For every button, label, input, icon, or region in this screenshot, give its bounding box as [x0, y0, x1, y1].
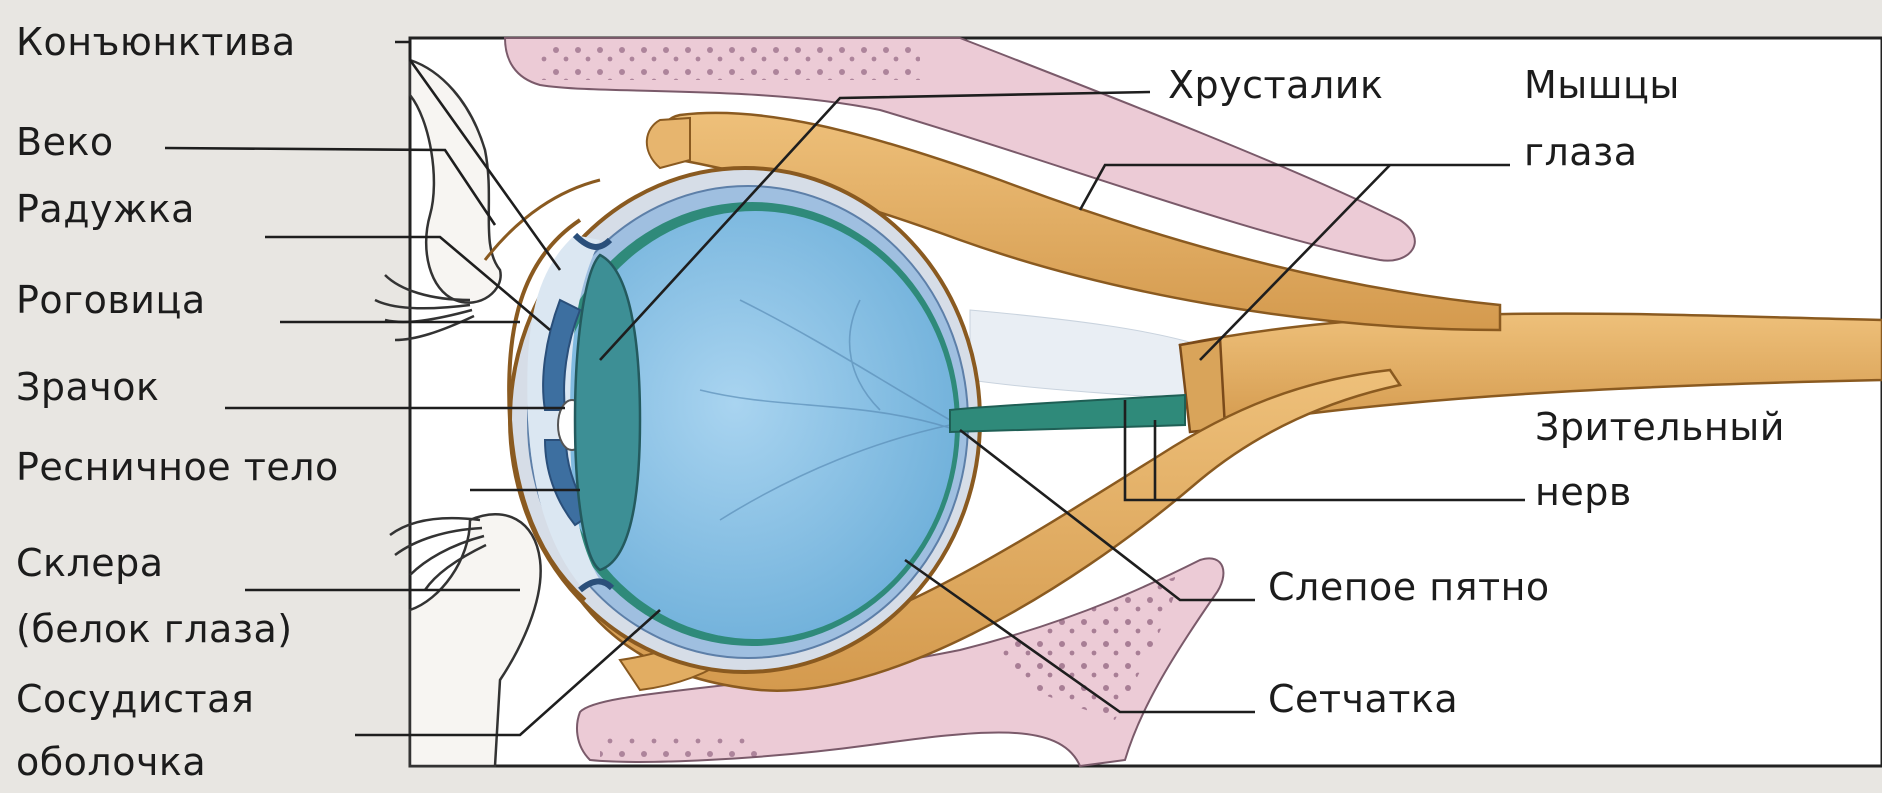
label-lens: Хрусталик	[1168, 63, 1383, 107]
label-sclera-note: (белок глаза)	[16, 607, 293, 651]
label-optic-nerve: Зрительный	[1535, 405, 1785, 449]
label-eyelid: Веко	[16, 120, 114, 164]
label-iris: Радужка	[16, 187, 195, 231]
label-pupil: Зрачок	[16, 365, 159, 409]
lower-bone-texture-2	[600, 735, 760, 760]
upper-muscle-tip	[647, 118, 690, 168]
upper-bone-texture	[540, 40, 920, 80]
label-choroid-2: оболочка	[16, 740, 206, 784]
label-muscles-2: глаза	[1524, 130, 1638, 174]
label-conjunctiva: Конъюнктива	[16, 20, 296, 64]
label-sclera: Склера	[16, 541, 164, 585]
label-blind-spot: Слепое пятно	[1268, 565, 1550, 609]
label-optic-nerve-2: нерв	[1535, 470, 1632, 514]
label-retina: Сетчатка	[1268, 677, 1458, 721]
label-cornea: Роговица	[16, 278, 206, 322]
label-muscles: Мышцы	[1524, 63, 1680, 107]
label-choroid: Сосудистая	[16, 677, 254, 721]
label-ciliary-body: Ресничное тело	[16, 445, 339, 489]
